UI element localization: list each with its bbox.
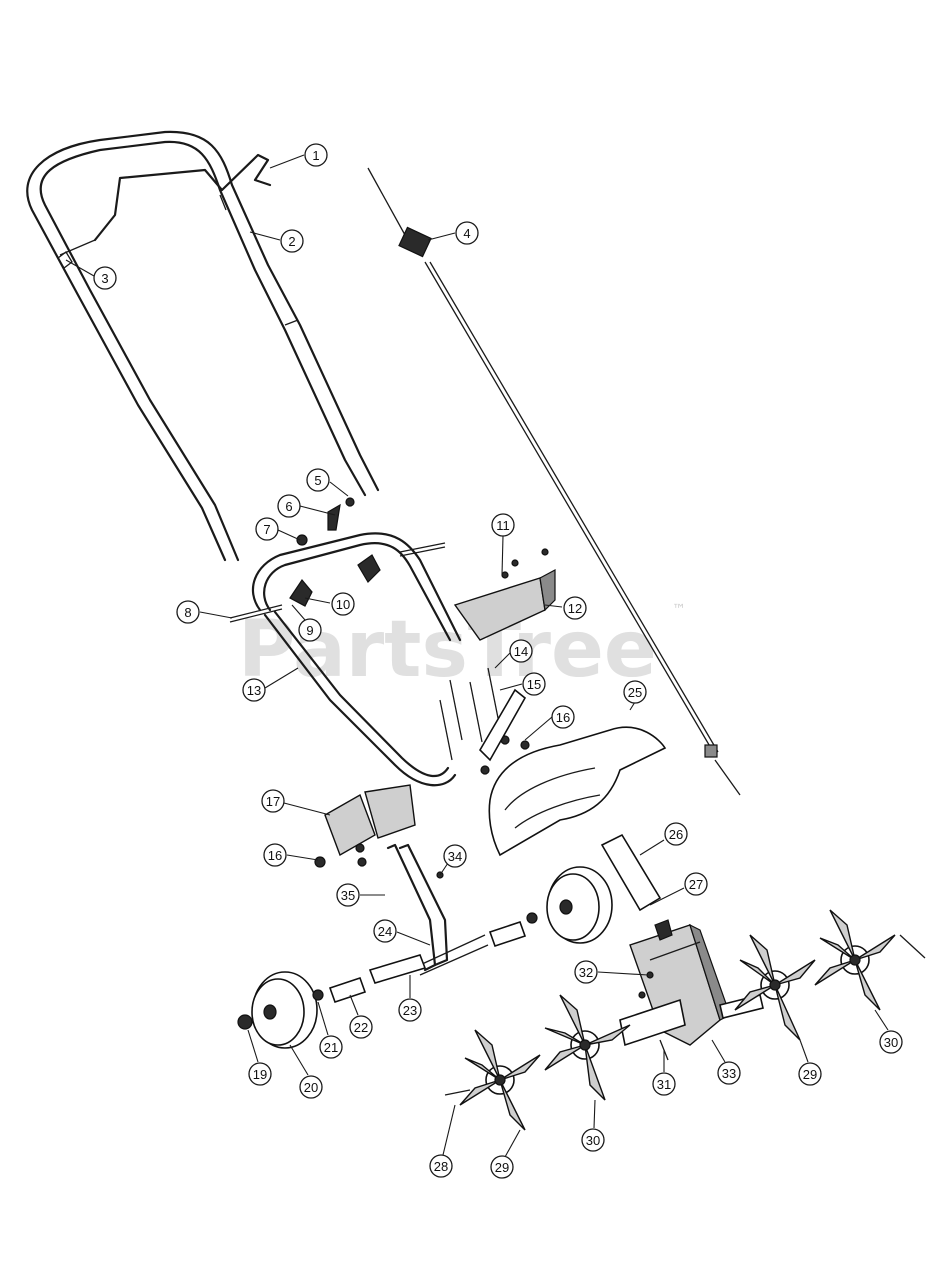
svg-text:13: 13 [247,683,261,698]
callout-11: 11 [491,513,515,537]
svg-text:2: 2 [288,234,295,249]
callout-3: 3 [93,266,117,290]
svg-text:3: 3 [101,271,108,286]
callout-8: 8 [176,600,200,624]
tine-assembly-1 [444,1029,541,1131]
wheel-left [237,971,324,1049]
callout-13: 13 [242,678,266,702]
svg-text:4: 4 [463,226,470,241]
tine-assembly-3 [734,934,816,1041]
transmission-gearbox [619,919,764,1061]
bracket-bolts [439,667,530,775]
svg-text:20: 20 [304,1080,318,1095]
callout-9: 9 [298,618,322,642]
svg-text:19: 19 [253,1067,267,1082]
svg-text:30: 30 [586,1133,600,1148]
callout-10: 10 [331,592,355,616]
callout-24: 24 [373,919,397,943]
control-bail [59,153,272,256]
watermark-text: PartsTree [238,605,657,695]
callout-29-left: 29 [490,1155,514,1179]
tine-shaft-tube [600,833,662,912]
callout-31: 31 [652,1072,676,1096]
svg-text:7: 7 [263,522,270,537]
callout-16-upper: 16 [551,705,575,729]
svg-text:35: 35 [341,888,355,903]
callout-23: 23 [398,998,422,1022]
svg-text:12: 12 [568,601,582,616]
callout-7: 7 [255,517,279,541]
callout-32: 32 [574,960,598,984]
svg-text:16: 16 [556,710,570,725]
tine-assembly-2 [544,994,631,1101]
svg-text:25: 25 [628,685,642,700]
callout-2: 2 [280,229,304,253]
svg-text:28: 28 [434,1159,448,1174]
svg-text:9: 9 [306,623,313,638]
callout-28: 28 [429,1154,453,1178]
callout-25: 25 [623,680,647,704]
svg-text:22: 22 [354,1020,368,1035]
handle-bracket-upper [453,548,556,641]
watermark-trademark: ™ [672,602,686,618]
control-cable [367,167,741,796]
leader-lines [65,154,889,1158]
handle-knobs [229,497,446,623]
cable-clip [57,251,73,269]
upper-handle [26,130,380,562]
svg-text:29: 29 [495,1160,509,1175]
callout-5: 5 [306,468,330,492]
svg-text:11: 11 [496,518,510,533]
wheel-right [526,866,613,944]
svg-text:24: 24 [378,924,392,939]
callout-21: 21 [319,1035,343,1059]
svg-text:33: 33 [722,1066,736,1081]
wheel-bracket [386,843,489,976]
svg-text:34: 34 [448,849,462,864]
svg-text:17: 17 [266,794,280,809]
svg-text:30: 30 [884,1035,898,1050]
callout-6: 6 [277,494,301,518]
callout-15: 15 [522,672,546,696]
svg-text:31: 31 [657,1077,671,1092]
svg-text:8: 8 [184,605,191,620]
svg-text:16: 16 [268,848,282,863]
callout-30-right: 30 [879,1030,903,1054]
svg-text:10: 10 [336,597,350,612]
callout-17: 17 [261,789,285,813]
callout-14: 14 [509,639,533,663]
callout-30-left: 30 [581,1128,605,1152]
callout-16-lower: 16 [263,843,287,867]
callout-4: 4 [455,221,479,245]
svg-text:6: 6 [285,499,292,514]
svg-text:23: 23 [403,1003,417,1018]
lower-handle [251,532,462,787]
callout-35: 35 [336,883,360,907]
handle-bracket-lower [314,784,416,868]
svg-text:26: 26 [669,827,683,842]
tine-assembly-4 [814,909,926,1011]
callout-29-right: 29 [798,1062,822,1086]
callout-33: 33 [717,1061,741,1085]
callout-22: 22 [349,1015,373,1039]
svg-text:1: 1 [312,148,319,163]
callout-19: 19 [248,1062,272,1086]
svg-text:21: 21 [324,1040,338,1055]
axle-spacers [328,920,527,1004]
callout-1: 1 [304,143,328,167]
callout-27: 27 [684,872,708,896]
callout-26: 26 [664,822,688,846]
callout-12: 12 [563,596,587,620]
svg-text:5: 5 [314,473,321,488]
svg-text:27: 27 [689,877,703,892]
callout-20: 20 [299,1075,323,1099]
svg-text:29: 29 [803,1067,817,1082]
tine-shield [488,726,667,857]
svg-text:32: 32 [579,965,593,980]
svg-text:14: 14 [514,644,528,659]
callout-34: 34 [443,844,467,868]
svg-text:15: 15 [527,677,541,692]
